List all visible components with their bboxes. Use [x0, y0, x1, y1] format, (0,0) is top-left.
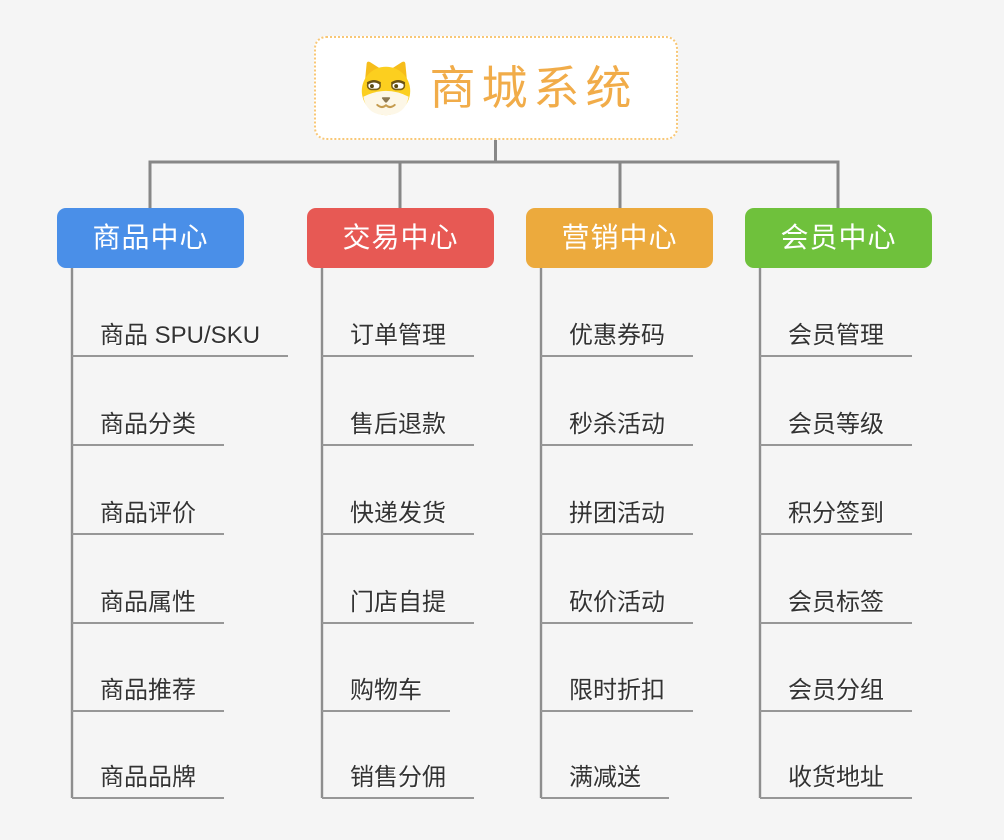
branch-node-marketing-center[interactable]: 营销中心: [526, 208, 713, 268]
leaf-node[interactable]: 售后退款: [322, 408, 474, 446]
branch-node-trade-center[interactable]: 交易中心: [307, 208, 494, 268]
leaf-node[interactable]: 会员等级: [760, 408, 912, 446]
leaf-node[interactable]: 满减送: [541, 761, 669, 799]
leaf-node[interactable]: 优惠券码: [541, 319, 693, 357]
leaf-node[interactable]: 秒杀活动: [541, 408, 693, 446]
leaf-node[interactable]: 拼团活动: [541, 497, 693, 535]
leaf-node[interactable]: 砍价活动: [541, 586, 693, 624]
leaf-node[interactable]: 会员标签: [760, 586, 912, 624]
shiba-dog-icon: [361, 61, 410, 116]
branch-column-trade-center: 交易中心 订单管理 售后退款 快递发货 门店自提 购物车 销售分佣: [307, 208, 567, 808]
leaf-node[interactable]: 商品品牌: [72, 761, 224, 799]
leaf-node[interactable]: 门店自提: [322, 586, 474, 624]
branch-column-member-center: 会员中心 会员管理 会员等级 积分签到 会员标签 会员分组 收货地址: [745, 208, 1004, 808]
branch-node-member-center[interactable]: 会员中心: [745, 208, 932, 268]
leaf-node[interactable]: 商品分类: [72, 408, 224, 446]
leaf-node[interactable]: 会员管理: [760, 319, 912, 357]
leaf-node[interactable]: 会员分组: [760, 674, 912, 712]
leaf-node[interactable]: 销售分佣: [322, 761, 474, 799]
leaf-node[interactable]: 商品推荐: [72, 674, 224, 712]
leaf-node[interactable]: 积分签到: [760, 497, 912, 535]
root-node-mall-system[interactable]: 商城系统: [314, 36, 678, 140]
leaf-node[interactable]: 商品 SPU/SKU: [72, 319, 289, 357]
leaf-node[interactable]: 快递发货: [322, 497, 474, 535]
leaf-node[interactable]: 购物车: [322, 674, 450, 712]
branch-node-product-center[interactable]: 商品中心: [57, 208, 244, 268]
leaf-node[interactable]: 限时折扣: [541, 674, 693, 712]
leaf-node[interactable]: 收货地址: [760, 761, 912, 799]
branch-column-marketing-center: 营销中心 优惠券码 秒杀活动 拼团活动 砍价活动 限时折扣 满减送: [526, 208, 786, 808]
branch-column-product-center: 商品中心 商品 SPU/SKU 商品分类 商品评价 商品属性 商品推荐 商品品牌: [57, 208, 317, 808]
leaf-node[interactable]: 商品评价: [72, 497, 224, 535]
root-node-title: 商城系统: [429, 62, 638, 114]
leaf-node[interactable]: 商品属性: [72, 586, 224, 624]
leaf-node[interactable]: 订单管理: [322, 319, 474, 357]
